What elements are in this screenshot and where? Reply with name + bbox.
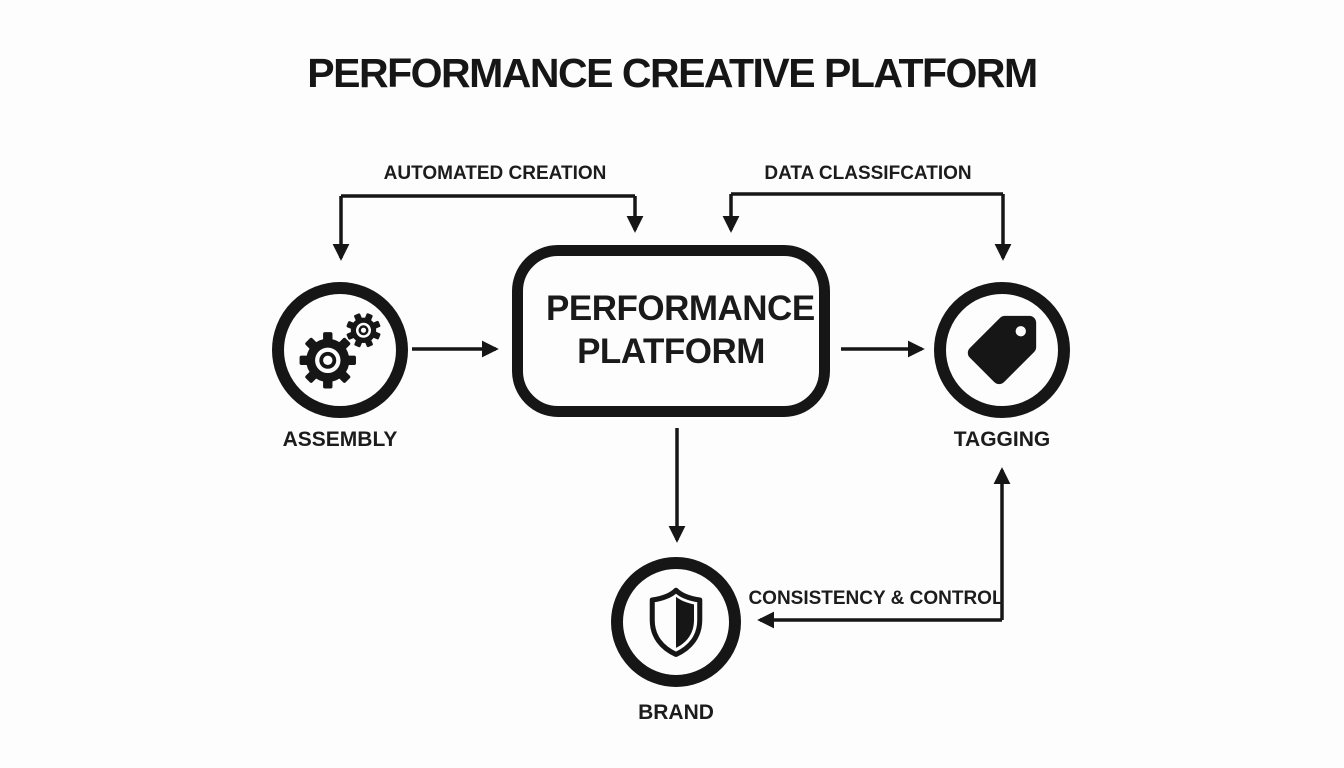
connector-label-automated-creation: AUTOMATED CREATION [383, 163, 607, 184]
assembly-label: ASSEMBLY [282, 428, 398, 451]
node-performance-platform: PERFORMANCE PLATFORM [512, 245, 830, 417]
performance-platform-label: PERFORMANCE PLATFORM [546, 289, 815, 371]
node-assembly [272, 282, 408, 418]
connector-label-consistency-control: CONSISTENCY & CONTROL [748, 588, 1004, 609]
node-tagging [934, 282, 1070, 418]
brand-label: BRAND [638, 701, 714, 724]
gears-icon [299, 313, 381, 389]
tag-icon [967, 315, 1037, 385]
tagging-label: TAGGING [953, 428, 1051, 451]
connector-label-data-classifcation: DATA CLASSIFCATION [764, 163, 972, 184]
node-brand [611, 557, 741, 687]
diagram-title: PERFORMANCE CREATIVE PLATFORM [307, 50, 1038, 96]
shield-icon [649, 587, 703, 657]
